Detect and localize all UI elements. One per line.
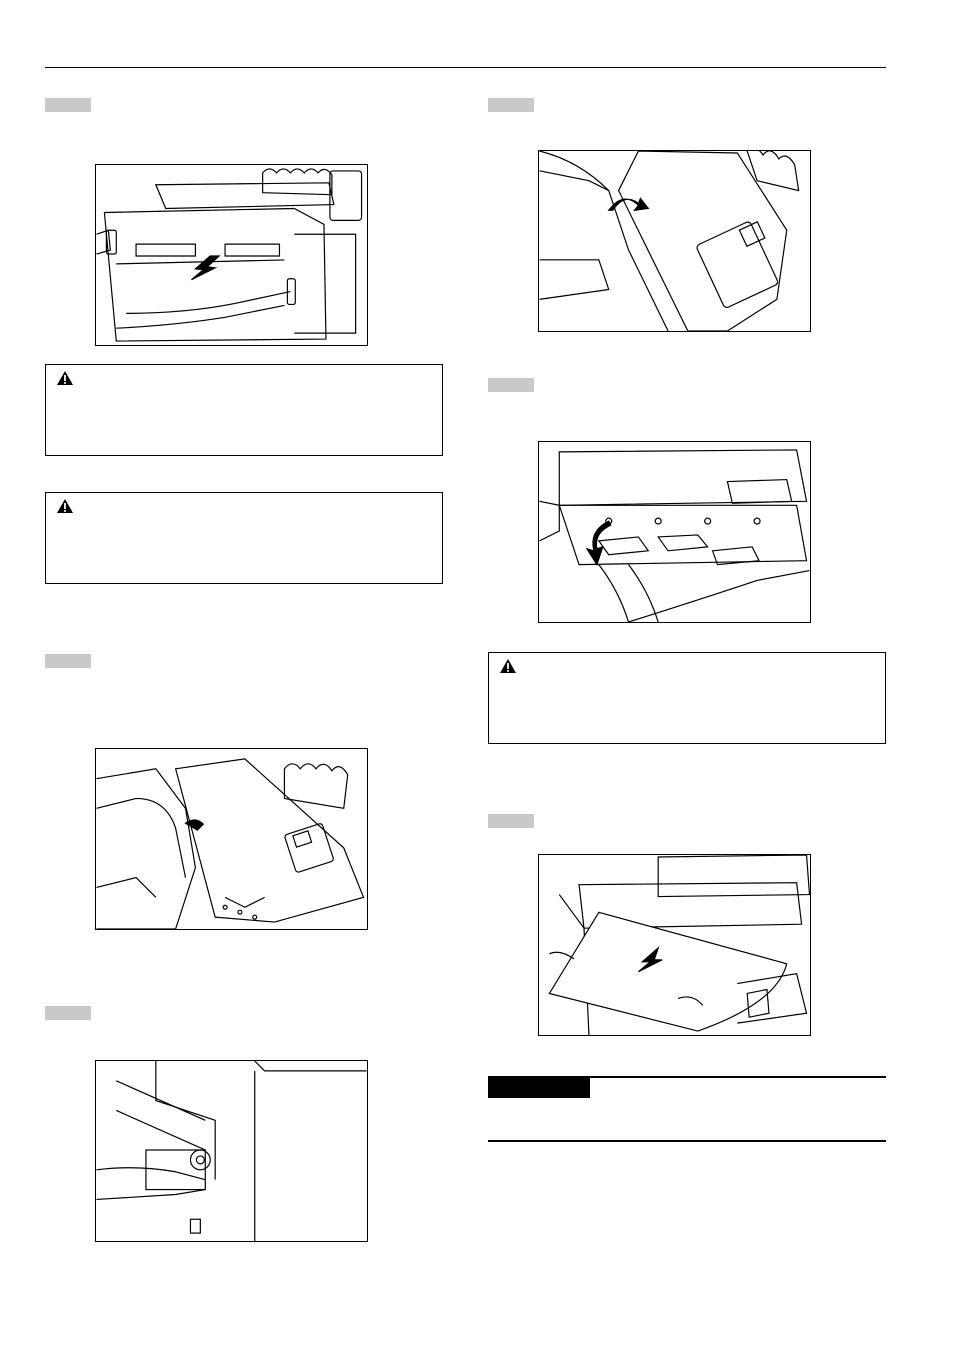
remove-jammed-paper-illustration [538, 854, 811, 1036]
warning-triangle-icon [57, 499, 73, 513]
warning-box [45, 492, 443, 584]
step-tab [488, 378, 534, 392]
step-tab [488, 814, 534, 828]
step-tab [45, 1006, 91, 1020]
warning-triangle-icon [500, 659, 516, 673]
note-label [488, 1078, 590, 1098]
pull-front-cover-illustration [95, 164, 368, 346]
step-tab [45, 98, 91, 112]
header-rule [45, 67, 886, 68]
step-tab [45, 654, 91, 668]
note-top-rule [488, 1076, 886, 1078]
lift-guide-illustration [538, 150, 811, 332]
warning-triangle-icon [57, 371, 73, 385]
note-bottom-rule [488, 1140, 886, 1142]
open-upper-unit-illustration [95, 748, 368, 930]
warning-box [45, 364, 443, 456]
warning-box [488, 652, 886, 744]
step-tab [488, 98, 534, 112]
turn-knob-illustration [95, 1060, 368, 1242]
lower-guide-plate-illustration [538, 441, 811, 623]
